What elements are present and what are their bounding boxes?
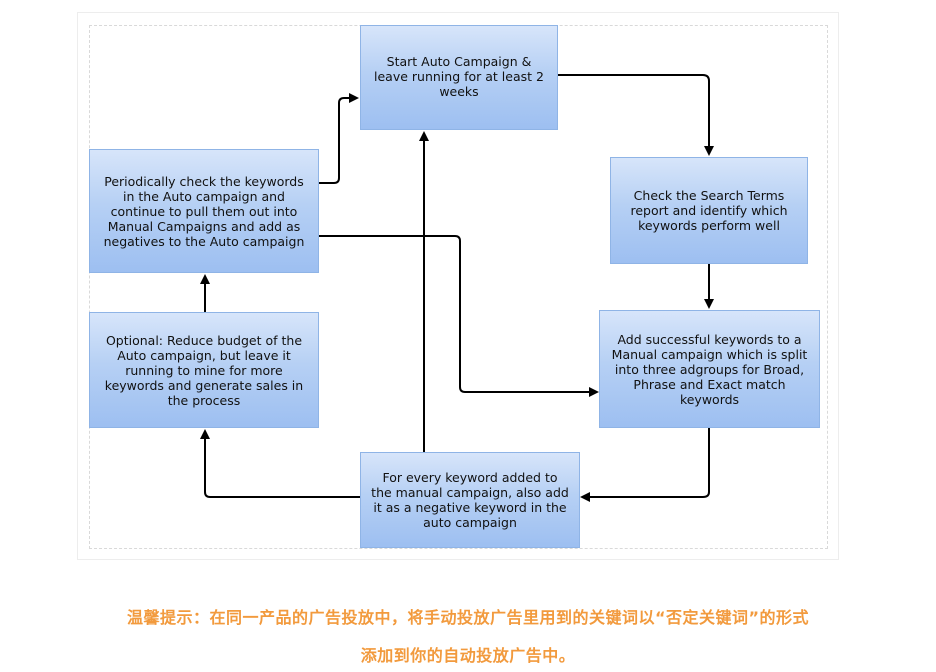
- node-optional-reduce-budget-text: Optional: Reduce budget of the Auto camp…: [104, 332, 304, 408]
- node-negative-keyword: For every keyword added to the manual ca…: [360, 452, 580, 548]
- caption-line-1: 温馨提示：在同一产品的广告投放中，将手动投放广告里用到的关键词以“否定关键词”的…: [126, 608, 810, 627]
- node-add-successful-keywords-text: Add successful keywords to a Manual camp…: [611, 331, 808, 407]
- caption-line-2: 添加到你的自动投放广告中。: [360, 646, 576, 665]
- node-start-auto-campaign-text: Start Auto Campaign & leave running for …: [374, 54, 544, 99]
- node-periodically-check: Periodically check the keywords in the A…: [89, 149, 319, 273]
- node-periodically-check-text: Periodically check the keywords in the A…: [103, 173, 305, 249]
- arrow-start-to-check: [558, 74, 714, 156]
- node-add-successful-keywords: Add successful keywords to a Manual camp…: [599, 310, 820, 428]
- arrow-periodic-to-start: [319, 93, 359, 184]
- node-negative-keyword-text: For every keyword added to the manual ca…: [371, 470, 569, 530]
- arrow-add-to-negative: [580, 428, 710, 502]
- node-check-search-terms-text: Check the Search Terms report and identi…: [630, 188, 788, 233]
- node-optional-reduce-budget: Optional: Reduce budget of the Auto camp…: [89, 312, 319, 428]
- arrow-negative-to-optional: [200, 429, 360, 498]
- arrow-periodic-to-add: [319, 235, 599, 397]
- node-start-auto-campaign: Start Auto Campaign & leave running for …: [360, 25, 558, 130]
- node-check-search-terms: Check the Search Terms report and identi…: [610, 157, 808, 264]
